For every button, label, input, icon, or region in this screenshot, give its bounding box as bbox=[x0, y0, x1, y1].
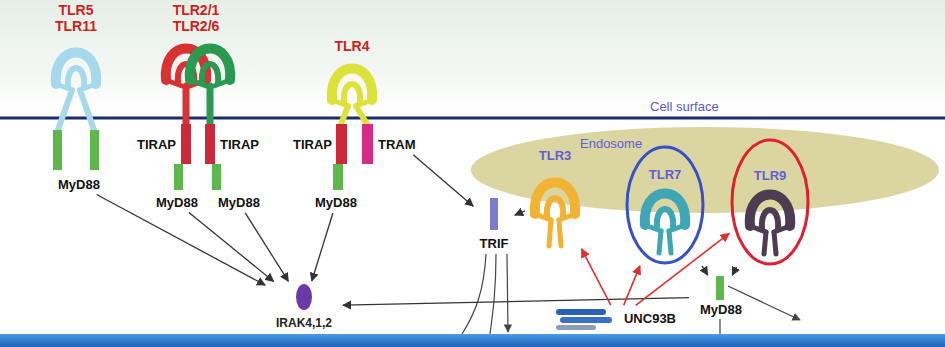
tlr2-6-receptor bbox=[190, 49, 230, 125]
protein-name: TIRAP bbox=[137, 137, 176, 153]
signal-arrow bbox=[245, 213, 288, 281]
receptor-name: TLR4 bbox=[335, 38, 370, 54]
adapter-bar bbox=[90, 130, 99, 170]
receptor-arm bbox=[645, 225, 685, 231]
adapter-bar bbox=[716, 276, 724, 300]
protein-name: MyD88 bbox=[218, 195, 260, 211]
receptor-label: TLR2/1 TLR2/6 bbox=[161, 2, 231, 40]
adapter-bar bbox=[212, 164, 221, 190]
receptor-arm bbox=[56, 84, 96, 90]
receptor-arc bbox=[657, 209, 673, 227]
adapter-bar bbox=[174, 164, 183, 190]
unc93b-symbol bbox=[560, 317, 612, 323]
adapter-label: MyD88 bbox=[306, 194, 366, 212]
tlr5-receptor bbox=[56, 53, 96, 131]
protein-name: UNC93B bbox=[624, 311, 676, 327]
protein-name: MyD88 bbox=[156, 195, 198, 211]
signal-arrow bbox=[515, 211, 525, 215]
receptor-arm bbox=[332, 100, 372, 106]
protein-name: TIRAP bbox=[293, 137, 332, 153]
adapter-bar bbox=[333, 164, 343, 190]
highlight-ring bbox=[732, 140, 808, 264]
receptor-arm bbox=[750, 226, 790, 232]
receptor-arm bbox=[535, 214, 575, 220]
receptor-label: TLR5 TLR11 bbox=[43, 2, 109, 40]
adapter-node: TRIF bbox=[474, 196, 514, 252]
adapter-label: MyD88 bbox=[46, 176, 112, 194]
receptor-label: TLR4 bbox=[327, 38, 377, 58]
endosomal-receptor: TLR9 bbox=[730, 138, 810, 266]
signal-line bbox=[507, 254, 508, 332]
adapter-bar bbox=[181, 124, 191, 164]
adapter-label: TIRAP bbox=[128, 136, 176, 154]
signal-arrow bbox=[97, 195, 266, 286]
protein-name: TIRAP bbox=[220, 137, 259, 153]
tlr4-receptor bbox=[332, 69, 372, 125]
adapter-node: MyD88 bbox=[690, 276, 752, 318]
adapter-label: TIRAP bbox=[220, 136, 268, 154]
receptor-stem bbox=[659, 231, 671, 253]
signal-line bbox=[719, 319, 720, 334]
receptor-stem bbox=[207, 86, 214, 124]
bottom-band bbox=[0, 334, 945, 347]
signal-line bbox=[490, 254, 496, 334]
protein-name: MyD88 bbox=[700, 302, 742, 318]
downstream-lines bbox=[462, 254, 800, 334]
highlight-ring bbox=[627, 147, 703, 263]
cell-membrane bbox=[0, 117, 945, 120]
signal-arrow bbox=[312, 213, 333, 281]
protein-name: IRAK4,1,2 bbox=[276, 316, 332, 330]
receptor-name: TLR2/1 TLR2/6 bbox=[161, 2, 231, 34]
region-label: Cell surface bbox=[650, 99, 719, 115]
receptor-arc bbox=[68, 68, 84, 86]
receptor-stem bbox=[341, 106, 367, 124]
signal-arrow bbox=[582, 249, 611, 305]
node-outline bbox=[730, 138, 810, 266]
receptor-stem bbox=[58, 90, 94, 130]
adapter-bar bbox=[53, 130, 62, 170]
receptor-name: TLR9 bbox=[754, 168, 787, 184]
unc93b-symbol bbox=[556, 309, 606, 315]
signal-arrow bbox=[189, 213, 274, 282]
receptor-name: TLR3 bbox=[539, 148, 572, 164]
receptor-arc bbox=[547, 198, 563, 216]
receptor-stem bbox=[183, 86, 190, 124]
protein-name: MyD88 bbox=[58, 177, 100, 193]
irak-symbol bbox=[296, 284, 312, 310]
adapter-bar bbox=[336, 124, 347, 164]
compartment-name: Endosome bbox=[580, 136, 642, 152]
protein-name: TRAM bbox=[378, 137, 416, 153]
chaperone-node: UNC93B bbox=[552, 306, 684, 332]
receptor-stem bbox=[764, 232, 776, 254]
signal-arrow bbox=[732, 267, 736, 275]
unc93b-symbol bbox=[556, 325, 596, 330]
signal-arrow bbox=[636, 233, 730, 305]
adapter-label: TIRAP bbox=[284, 136, 332, 154]
receptor-arc bbox=[762, 210, 778, 228]
node-outline bbox=[625, 145, 705, 265]
receptor-stem bbox=[549, 220, 561, 246]
adapter-bar bbox=[205, 124, 215, 164]
receptor-name: TLR5 TLR11 bbox=[43, 2, 109, 34]
adapter-bar bbox=[490, 198, 498, 230]
adapter-bar bbox=[362, 124, 373, 164]
endosome-band: EndosomeTLR3TLR7 TLR9 bbox=[470, 126, 940, 214]
receptor-name: TLR7 bbox=[649, 167, 682, 183]
endosome-outline bbox=[471, 127, 939, 213]
receptor-arc bbox=[202, 64, 218, 82]
endosomal-receptor: TLR7 bbox=[625, 145, 705, 265]
signal-line bbox=[462, 254, 486, 334]
adapter-label: MyD88 bbox=[148, 194, 206, 212]
signal-arrow bbox=[702, 266, 708, 275]
signal-arrow bbox=[413, 155, 473, 207]
protein-name: MyD88 bbox=[315, 195, 357, 211]
kinase-node: IRAK4,1,2 bbox=[266, 282, 342, 330]
protein-name: TRIF bbox=[480, 236, 509, 252]
endosomal-receptor: TLR3 bbox=[526, 148, 584, 248]
signal-arrow bbox=[624, 266, 640, 305]
adapter-label: TRAM bbox=[378, 136, 426, 154]
receptor-arc bbox=[344, 84, 360, 102]
adapter-label: MyD88 bbox=[210, 194, 268, 212]
